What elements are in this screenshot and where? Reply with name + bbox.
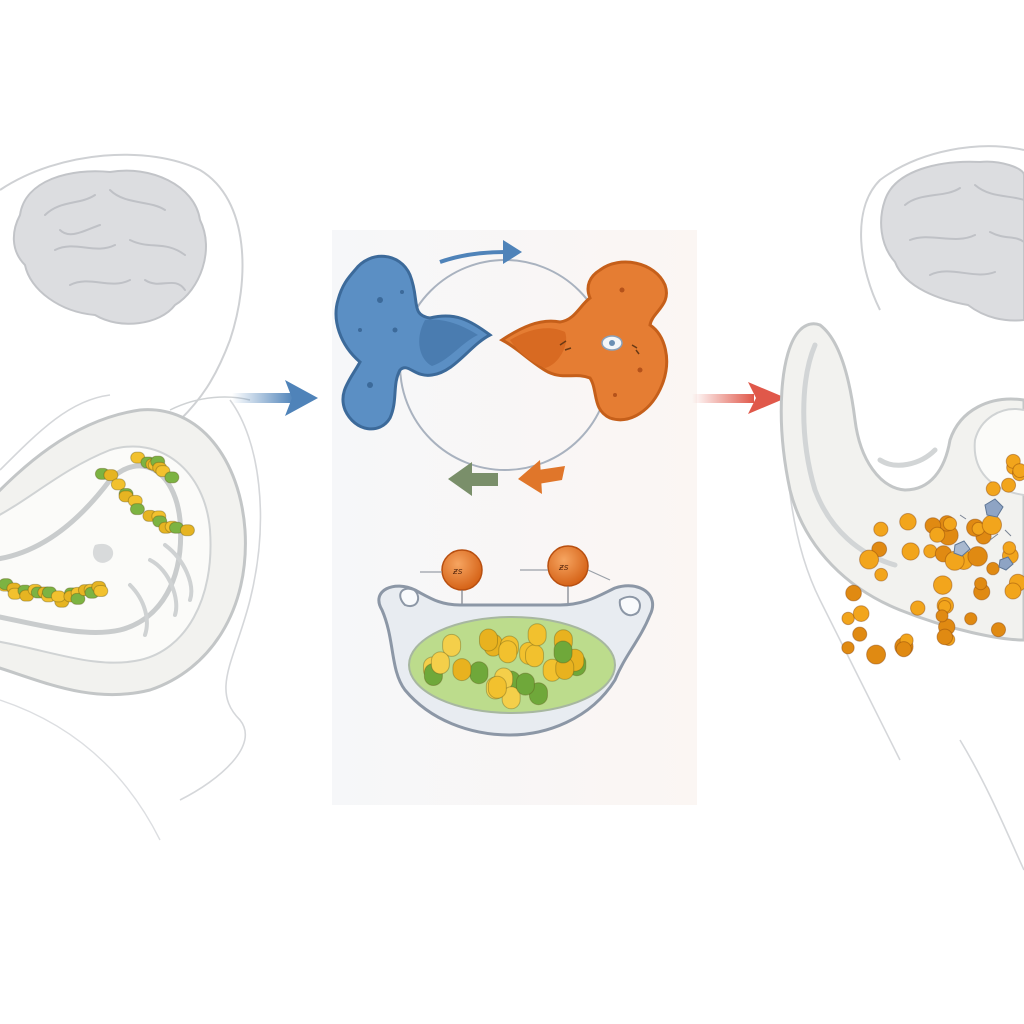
particle: [899, 513, 917, 531]
particle: [859, 549, 880, 570]
particle: [179, 524, 195, 537]
particle: [845, 584, 862, 602]
particle: [936, 628, 954, 646]
particle: [110, 478, 126, 491]
particle: [430, 651, 450, 675]
particle: [895, 641, 912, 658]
particle: [70, 592, 86, 605]
left-panel-normal: [0, 153, 262, 841]
brain-right: [880, 160, 1024, 322]
particle: [50, 590, 66, 603]
protein-blue: [334, 254, 493, 431]
particle-cluster-right: [841, 453, 1024, 665]
particle: [1001, 477, 1017, 493]
particle: [515, 672, 535, 696]
particle: [981, 514, 1003, 536]
particle: [910, 600, 926, 616]
body-contour: [0, 699, 161, 841]
particle: [103, 469, 119, 482]
head-outline: [0, 153, 244, 421]
particle: [1004, 582, 1022, 600]
head-outline-right: [860, 145, 1024, 311]
particle: [498, 640, 518, 664]
particle: [487, 675, 507, 699]
particle-cluster-center: [422, 623, 587, 710]
dispersed-protein-fragments: [953, 498, 1014, 571]
particle: [929, 526, 946, 543]
particle: [964, 612, 978, 626]
molecule-left-label: ƶs: [452, 567, 463, 577]
particle: [923, 544, 938, 559]
particle: [452, 658, 472, 682]
particle-cluster-left: [0, 451, 195, 608]
organ-left: [0, 408, 247, 697]
torso-outline: [0, 394, 262, 801]
particle: [1002, 541, 1017, 555]
particle: [841, 611, 855, 626]
cycle-arrow-top-blue-icon: [439, 240, 522, 264]
particle: [974, 576, 988, 591]
particle: [932, 575, 953, 595]
arrow-center-to-right: [692, 382, 786, 414]
particle: [866, 644, 887, 665]
center-panel: ƶs ƶs: [332, 230, 697, 805]
particle: [852, 626, 868, 642]
particle: [164, 471, 180, 484]
particle: [553, 640, 573, 664]
particle: [841, 641, 855, 655]
particle: [967, 546, 988, 567]
particle: [442, 633, 462, 657]
particle: [985, 481, 1001, 497]
particle: [873, 521, 889, 537]
particle: [901, 542, 920, 561]
particle: [990, 622, 1007, 638]
particle: [525, 644, 545, 668]
particle: [93, 584, 109, 597]
particle: [469, 661, 489, 685]
organelle-dish: [377, 584, 654, 737]
molecule-right-label: ƶs: [558, 563, 569, 573]
arrow-left-to-center: [232, 380, 318, 416]
particle: [942, 516, 958, 531]
particle: [501, 686, 521, 710]
particle: [129, 503, 145, 516]
molecule-left: ƶs: [420, 549, 483, 645]
protein-orange: [499, 260, 669, 422]
right-panel-altered: [779, 145, 1024, 871]
particle: [935, 609, 949, 623]
cycle-arrow-bottom-orange-icon: [518, 460, 565, 494]
particle: [478, 628, 498, 652]
brain-left: [12, 169, 207, 325]
particle: [874, 567, 889, 582]
particle: [1012, 463, 1024, 479]
particle: [852, 605, 870, 622]
particle: [527, 623, 547, 647]
cycle-arrow-bottom-green-icon: [448, 462, 498, 496]
particle: [986, 561, 1000, 576]
